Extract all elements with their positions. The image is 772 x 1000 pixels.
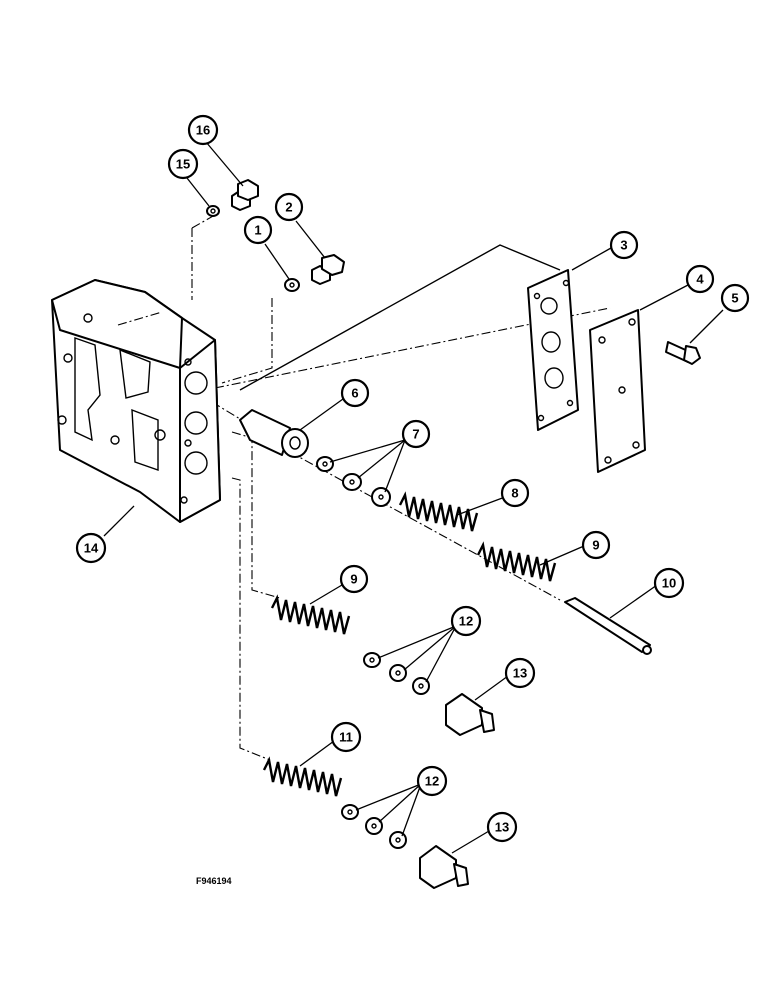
svg-text:8: 8 <box>511 486 518 501</box>
figure-code: F946194 <box>196 876 232 886</box>
cover-plate-4 <box>589 309 646 473</box>
plug-2 <box>311 254 345 285</box>
svg-text:10: 10 <box>662 576 676 591</box>
svg-text:7: 7 <box>412 427 419 442</box>
callout-9-upper: 9 <box>581 530 611 560</box>
washer-1 <box>284 278 300 292</box>
svg-text:13: 13 <box>495 820 509 835</box>
svg-text:16: 16 <box>196 123 210 138</box>
svg-text:9: 9 <box>592 538 599 553</box>
callout-6: 6 <box>340 378 370 408</box>
svg-text:11: 11 <box>339 730 353 745</box>
valve-spool-6 <box>239 409 309 458</box>
callout-7: 7 <box>401 419 431 449</box>
leader-lines <box>103 141 724 854</box>
plug-16 <box>231 179 259 211</box>
callout-13-upper: 13 <box>504 657 536 689</box>
pin-10 <box>564 597 652 655</box>
svg-text:3: 3 <box>620 238 627 253</box>
spring-9-lower <box>270 594 351 635</box>
bolt-5 <box>665 341 701 365</box>
spring-8 <box>398 491 479 532</box>
svg-text:13: 13 <box>513 666 527 681</box>
callout-12-lower: 12 <box>416 765 448 797</box>
callout-14: 14 <box>75 532 107 564</box>
washer-15 <box>206 205 220 217</box>
spring-9-upper <box>476 541 557 582</box>
shims-7 <box>316 456 391 507</box>
callout-9-lower: 9 <box>339 564 369 594</box>
shims-12-upper <box>363 652 430 695</box>
svg-text:5: 5 <box>731 291 738 306</box>
callout-16: 16 <box>187 114 219 146</box>
callout-1: 1 <box>243 215 273 245</box>
svg-text:2: 2 <box>285 200 292 215</box>
callout-11: 11 <box>330 721 362 753</box>
callout-3: 3 <box>609 230 639 260</box>
gasket-3 <box>527 269 579 431</box>
svg-text:9: 9 <box>350 572 357 587</box>
callout-5: 5 <box>720 283 750 313</box>
svg-text:6: 6 <box>351 386 358 401</box>
callout-8: 8 <box>500 478 530 508</box>
shims-12-lower <box>341 804 407 849</box>
svg-text:12: 12 <box>459 614 473 629</box>
spring-11 <box>262 756 343 797</box>
svg-text:4: 4 <box>696 272 704 287</box>
plunger-13-upper <box>445 693 495 736</box>
callout-4: 4 <box>685 264 715 294</box>
valve-body-housing <box>51 279 221 523</box>
callout-15: 15 <box>167 148 199 180</box>
svg-text:15: 15 <box>176 157 190 172</box>
svg-text:14: 14 <box>84 541 99 556</box>
svg-text:12: 12 <box>425 774 439 789</box>
plunger-13-lower <box>419 845 469 889</box>
svg-text:1: 1 <box>254 223 261 238</box>
callout-12-upper: 12 <box>450 605 482 637</box>
callout-10: 10 <box>653 567 685 599</box>
callout-13-lower: 13 <box>486 811 518 843</box>
callout-2: 2 <box>274 192 304 222</box>
